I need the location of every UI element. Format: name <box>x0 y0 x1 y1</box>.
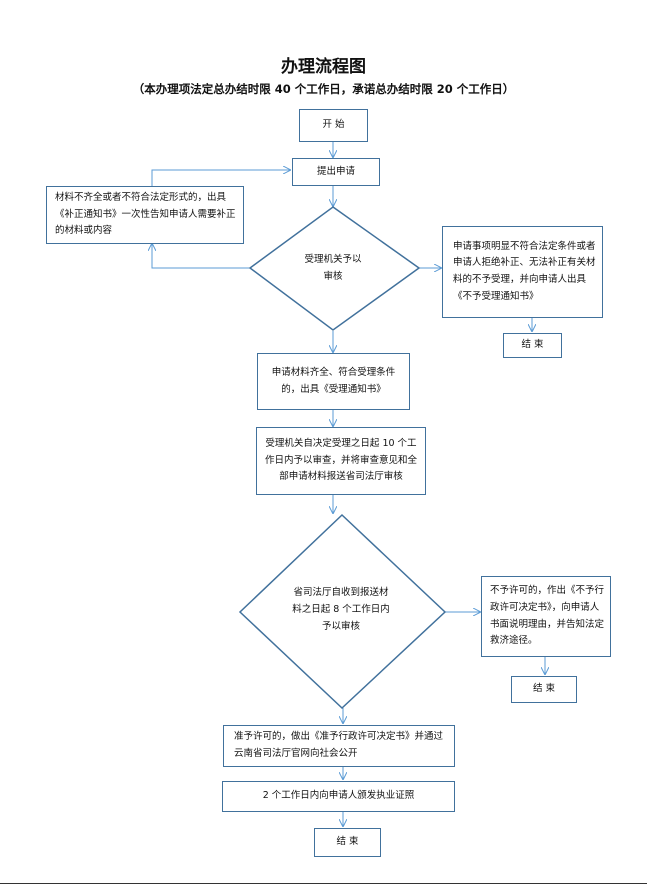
end-final-node: 结 束 <box>314 828 381 857</box>
issue-certificate-node: 2 个工作日内向申请人颁发执业证照 <box>222 781 455 812</box>
decision-diamond-dept-review <box>238 513 447 710</box>
page-subtitle: （本办理项法定总办结时限 40 个工作日，承诺总办结时限 20 个工作日） <box>132 82 515 96</box>
accept-review-decision-text: 受理机关予以审核 <box>304 254 362 283</box>
page-bottom-divider <box>0 883 647 884</box>
dept-review-decision-text: 省司法厅自收到报送材料之日起 8 个工作日内予以审核 <box>292 587 390 633</box>
end-deny-node: 结 束 <box>511 676 577 703</box>
arrow-correction-to-submit <box>151 170 290 186</box>
reject-condition-node: 申请事项明显不符合法定条件或者申请人拒绝补正、无法补正有关材料的不予受理，并向申… <box>442 226 603 318</box>
end-reject-node: 结 束 <box>503 333 562 358</box>
accept-notice-node: 申请材料齐全、符合受理条件的，出具《受理通知书》 <box>257 353 410 410</box>
page-title: 办理流程图 <box>281 57 366 77</box>
decision-diamond-accept-review <box>248 206 421 331</box>
arrow-review-to-correction <box>152 244 250 269</box>
start-node: 开 始 <box>299 109 368 142</box>
deny-permit-node: 不予许可的，作出《不予行政许可决定书》，向申请人书面说明理由，并告知法定救济途径… <box>481 576 611 657</box>
correction-notice-node: 材料不齐全或者不符合法定形式的，出具《补正通知书》一次性告知申请人需要补正的材料… <box>46 186 244 244</box>
grant-permit-node: 准予许可的，做出《准予行政许可决定书》并通过云南省司法厅官网向社会公开 <box>223 725 455 767</box>
submit-application-node: 提出申请 <box>292 158 380 186</box>
review-submit-node: 受理机关自决定受理之日起 10 个工作日内予以审查，并将审查意见和全部申请材料报… <box>256 427 426 495</box>
